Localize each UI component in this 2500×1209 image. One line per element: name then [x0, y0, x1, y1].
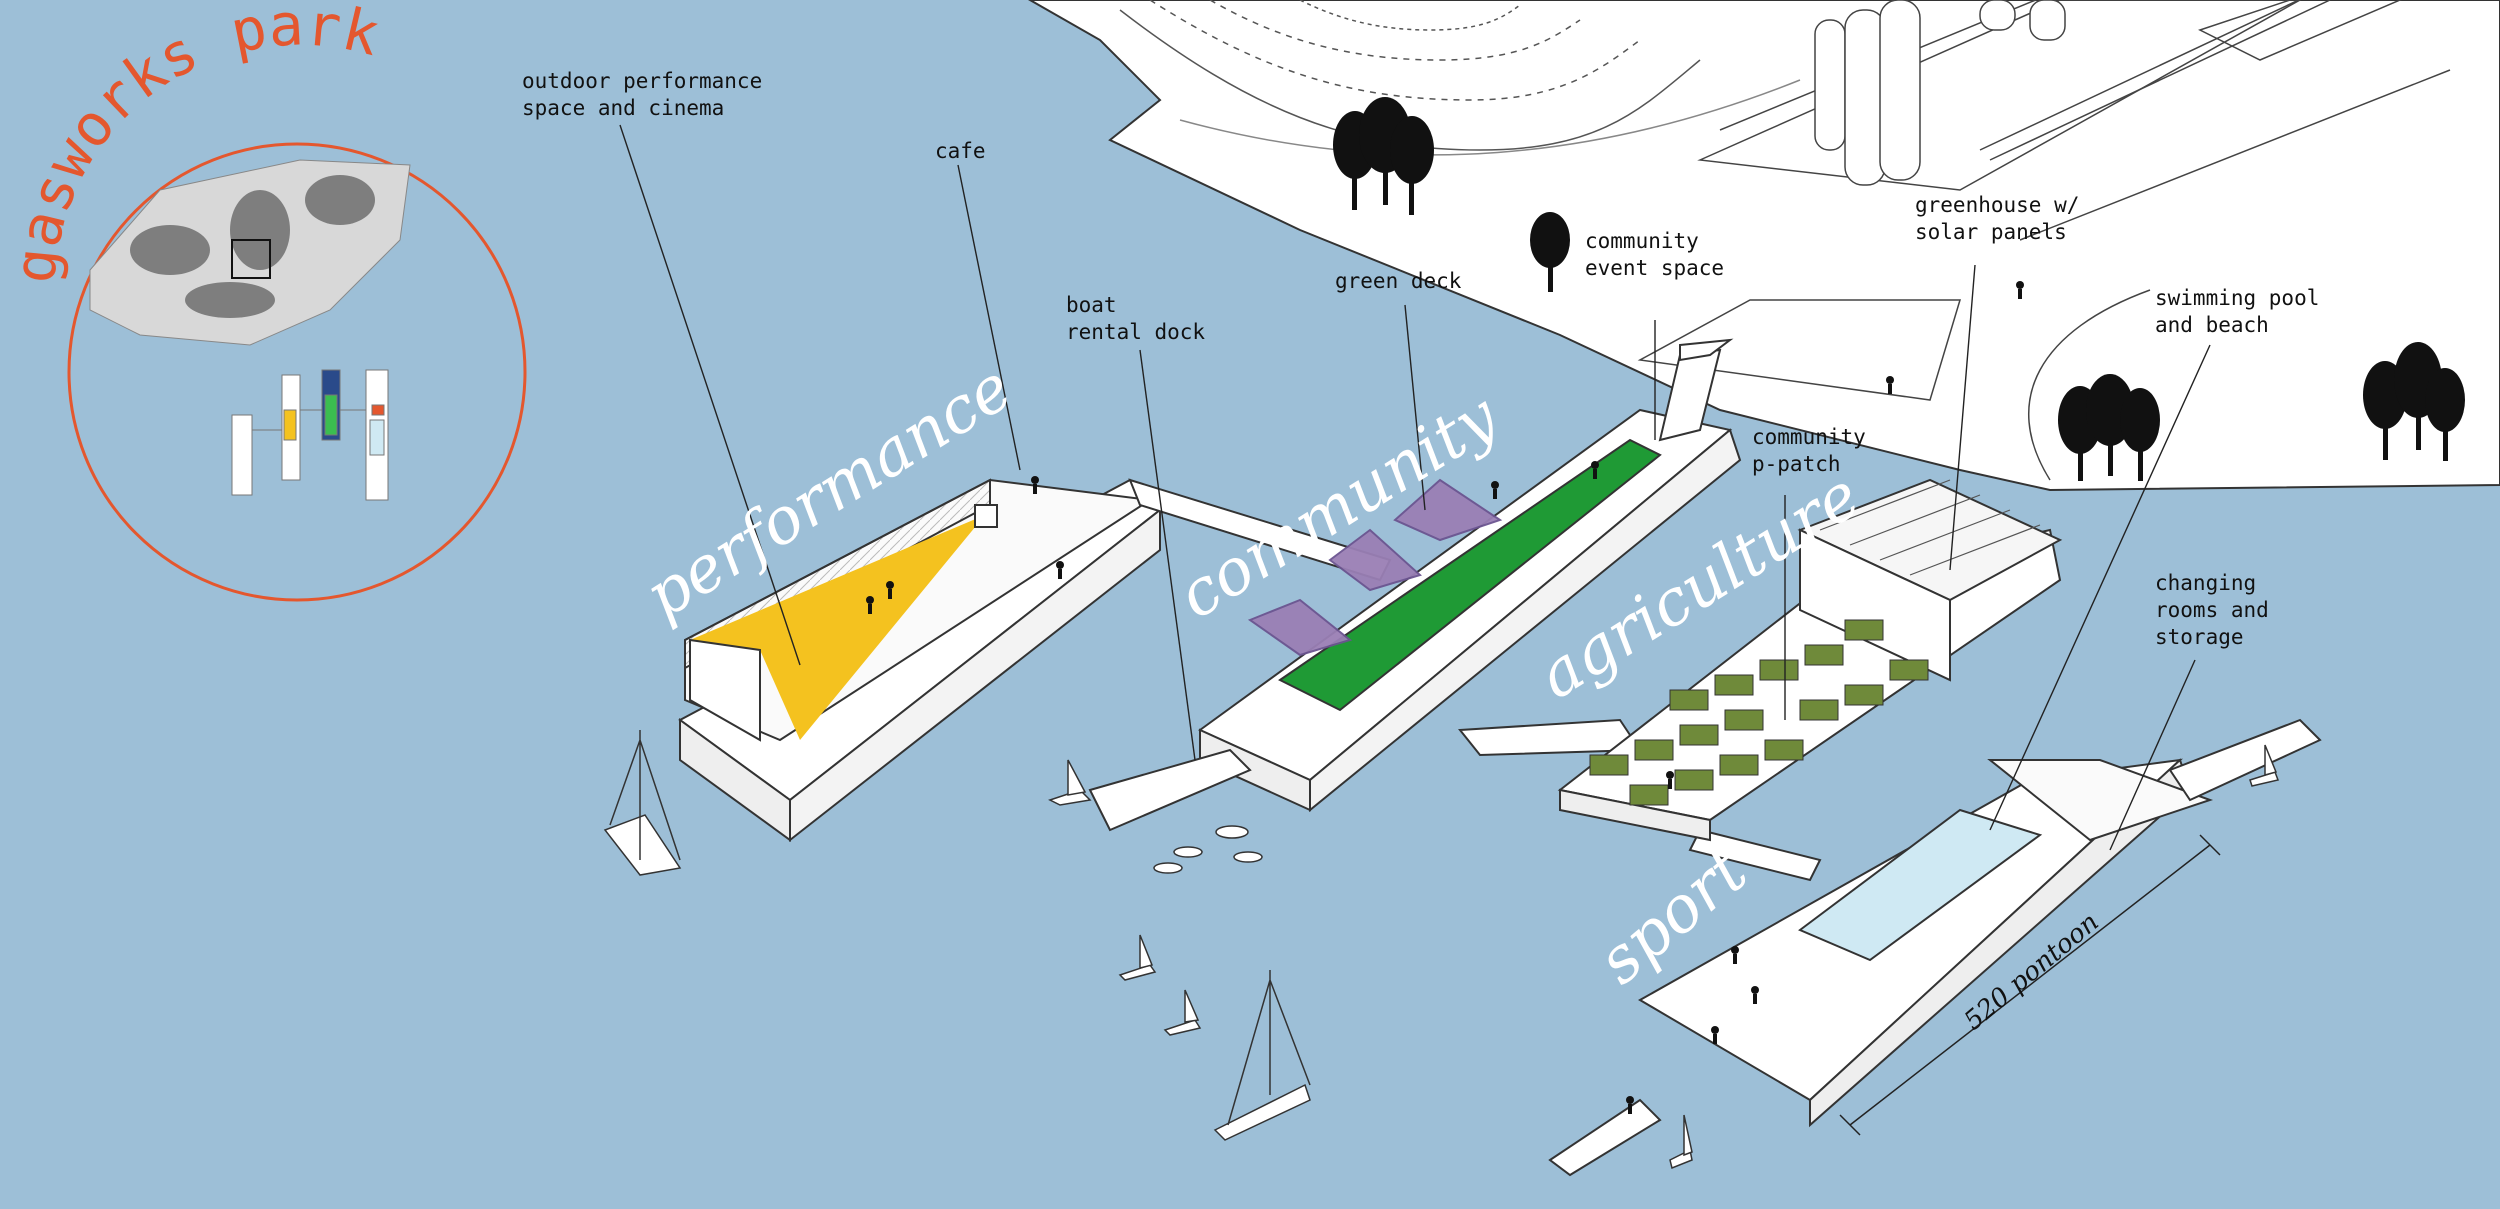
sailboat-icon — [1163, 989, 1202, 1036]
sailboat-icon — [1118, 934, 1157, 981]
agriculture-barge — [1557, 478, 2063, 842]
label-cafe: cafe — [935, 139, 986, 163]
boat-rental-dock — [1088, 748, 1252, 832]
sailboat-icon — [1213, 970, 1311, 1141]
performance-projection-yellow — [690, 515, 985, 740]
title-circle — [67, 142, 527, 602]
rowboats — [1153, 825, 1263, 874]
label-community-event: community event space — [1585, 229, 1725, 280]
topography-lines — [1119, 0, 1801, 156]
sport-dock-lower — [1548, 1098, 1662, 1177]
sailboat-icon — [1048, 759, 1092, 806]
sailboat-icon — [1669, 1114, 1693, 1170]
mini-plan — [231, 369, 389, 501]
tree-icon — [2363, 342, 2465, 461]
person-icon — [866, 281, 2024, 1114]
leader-lines — [619, 124, 2211, 851]
swimming-pool — [1798, 808, 2043, 962]
sport-barge — [1548, 718, 2322, 1177]
canopy-icon — [1247, 478, 1503, 657]
greenhouse-solar-roof — [1819, 479, 2041, 576]
community-barge — [1088, 338, 1742, 832]
title-badge: gasworks park — [0, 0, 527, 602]
tree-icon — [2058, 374, 2160, 481]
pontoon-dimension — [1839, 834, 2221, 1136]
performance-barge — [678, 478, 1392, 843]
land-path — [1637, 299, 1962, 401]
label-community-ppatch: community p-patch — [1752, 425, 1866, 476]
shore-land — [1027, 0, 2500, 492]
label-boat-rental: boat rental dock — [1066, 293, 1206, 344]
sailboat-icon — [2249, 744, 2280, 787]
walkway — [1688, 828, 1822, 882]
label-green-deck: green deck — [1335, 269, 1462, 293]
green-deck-lawn — [1278, 438, 1662, 712]
land-path-curve — [2027, 289, 2151, 481]
ppatch-plots — [1589, 619, 1929, 806]
gasworks-towers — [1697, 0, 2402, 191]
label-swimming-pool: swimming pool and beach — [2155, 286, 2320, 337]
label-changing-rooms: changing rooms and storage — [2155, 571, 2269, 649]
tree-icon — [1333, 97, 1434, 215]
tree-icon — [1530, 212, 1570, 292]
label-outdoor-performance: outdoor performance space and cinema — [522, 69, 763, 120]
sport-dock-upper — [2168, 718, 2322, 802]
sailboat-icon — [603, 730, 682, 876]
label-greenhouse: greenhouse w/ solar panels — [1915, 193, 2080, 244]
